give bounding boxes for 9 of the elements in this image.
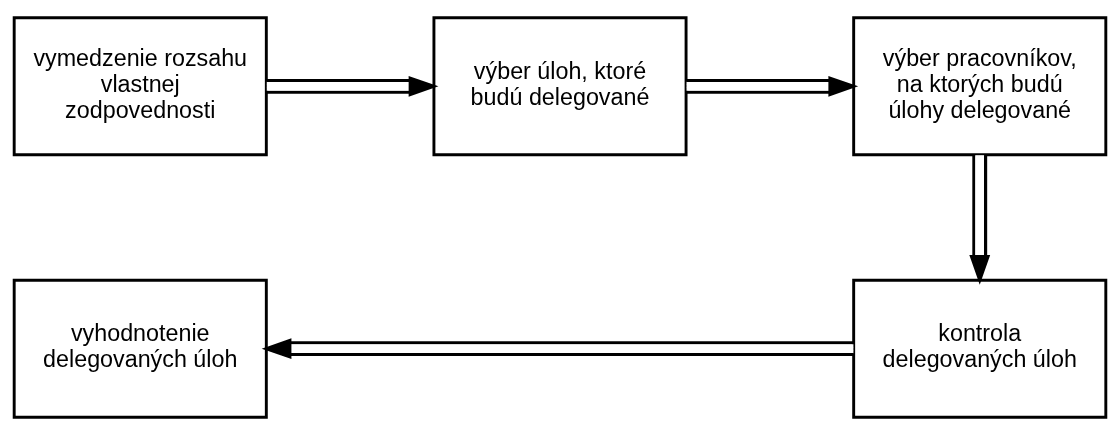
node-box: výber úloh, ktoré budú delegované [432,16,688,157]
node-box: výber pracovníkov, na ktorých budú úlohy delegované [852,16,1108,157]
node-box: vyhodnotenie delegovaných úloh [12,278,268,419]
arrow [266,75,439,97]
arrow [686,75,859,97]
arrow [969,155,991,285]
node-box: kontrola delegovaných úloh [852,278,1108,419]
node-box: vymedzenie rozsahu vlastnej zodpovednosti [12,16,268,157]
arrow [261,338,854,360]
